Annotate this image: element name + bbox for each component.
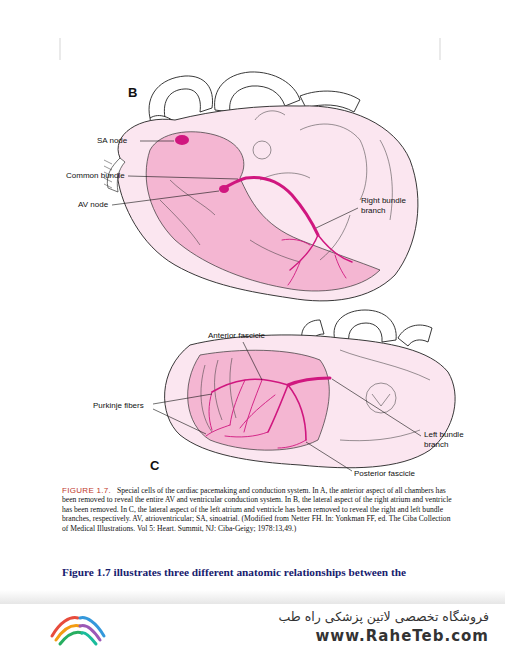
caption: Special cells of the cardiac pacemaking …	[62, 486, 452, 533]
figure-number: FIGURE 1.7.	[62, 486, 111, 495]
illustration-part	[153, 394, 212, 404]
illustration-part	[230, 380, 245, 425]
illustration-part	[104, 111, 392, 262]
illustration-part	[224, 178, 352, 285]
illustration-part	[332, 379, 421, 436]
illustration-part	[149, 76, 212, 118]
body-text: Figure 1.7 illustrates three different a…	[62, 568, 406, 578]
illustration-part	[250, 240, 300, 262]
illustration-part	[224, 178, 318, 235]
illustration-part	[253, 141, 271, 159]
illustration-part	[240, 395, 275, 428]
part-label: Purkinje fibers	[93, 401, 144, 411]
illustration-part	[300, 124, 367, 200]
illustration-part	[212, 379, 288, 392]
watermark: فروشگاه تخصصی لاتین پزشکی راه طب	[278, 612, 489, 622]
part-label: Posterior fascicle	[354, 469, 415, 479]
illustration-part	[206, 378, 330, 448]
illustration-part	[146, 132, 380, 291]
illustration-part	[440, 38, 441, 60]
illustration-part	[366, 383, 396, 413]
illustration-part	[153, 409, 206, 434]
illustration-part	[160, 200, 200, 245]
illustration-part	[334, 310, 396, 342]
part-label: Right bundle branch	[361, 196, 423, 215]
illustration-part	[288, 262, 300, 285]
illustration-part	[306, 442, 352, 471]
illustration-part	[316, 208, 358, 228]
part-label: Left bundle branch	[424, 430, 474, 449]
illustration-part	[201, 365, 212, 432]
illustration-part	[170, 180, 215, 215]
illustration-part	[60, 38, 61, 60]
illustration-part	[290, 235, 318, 270]
illustration-part	[288, 385, 306, 440]
illustration-part	[175, 135, 189, 145]
illustration-part	[165, 335, 456, 468]
part-label: AV node	[78, 200, 108, 210]
illustration-part	[278, 440, 306, 448]
illustration-part	[318, 235, 352, 262]
illustration-part	[112, 141, 421, 471]
part-label: Common bundle	[66, 171, 125, 181]
figure-letter: C	[150, 459, 159, 473]
illustration-part	[225, 432, 268, 437]
illustration-part	[282, 239, 310, 245]
illustration-part	[0, 590, 505, 604]
illustration-part	[201, 350, 430, 441]
illustration-part	[118, 72, 418, 301]
illustration-part	[230, 358, 236, 418]
illustration-part	[372, 394, 390, 406]
illustration-part	[140, 141, 174, 142]
illustration-part	[206, 425, 230, 436]
caption-block: FIGURE 1.7. Special cells of the cardiac…	[62, 486, 454, 533]
illustration-part	[60, 632, 82, 644]
part-label: Anterior fascicle	[208, 331, 265, 341]
illustration-part	[82, 633, 96, 644]
illustration-part	[128, 176, 238, 179]
figure-letter: B	[128, 86, 137, 100]
illustration-part	[288, 378, 330, 385]
illustration-part	[188, 350, 330, 450]
illustration-part	[244, 380, 262, 432]
illustration-part	[52, 618, 104, 644]
illustration-part	[112, 191, 219, 205]
watermark: www.RaheTeb.com	[315, 632, 489, 642]
illustration-part	[255, 111, 285, 120]
illustration-part	[243, 342, 262, 380]
illustration-part	[335, 255, 346, 278]
illustration-part	[340, 350, 430, 380]
illustration-part	[209, 392, 212, 430]
illustration-part	[219, 185, 229, 193]
illustration-part	[268, 385, 288, 432]
illustration-part	[398, 325, 432, 346]
part-label: SA node	[97, 136, 127, 146]
illustration-part	[340, 430, 420, 441]
